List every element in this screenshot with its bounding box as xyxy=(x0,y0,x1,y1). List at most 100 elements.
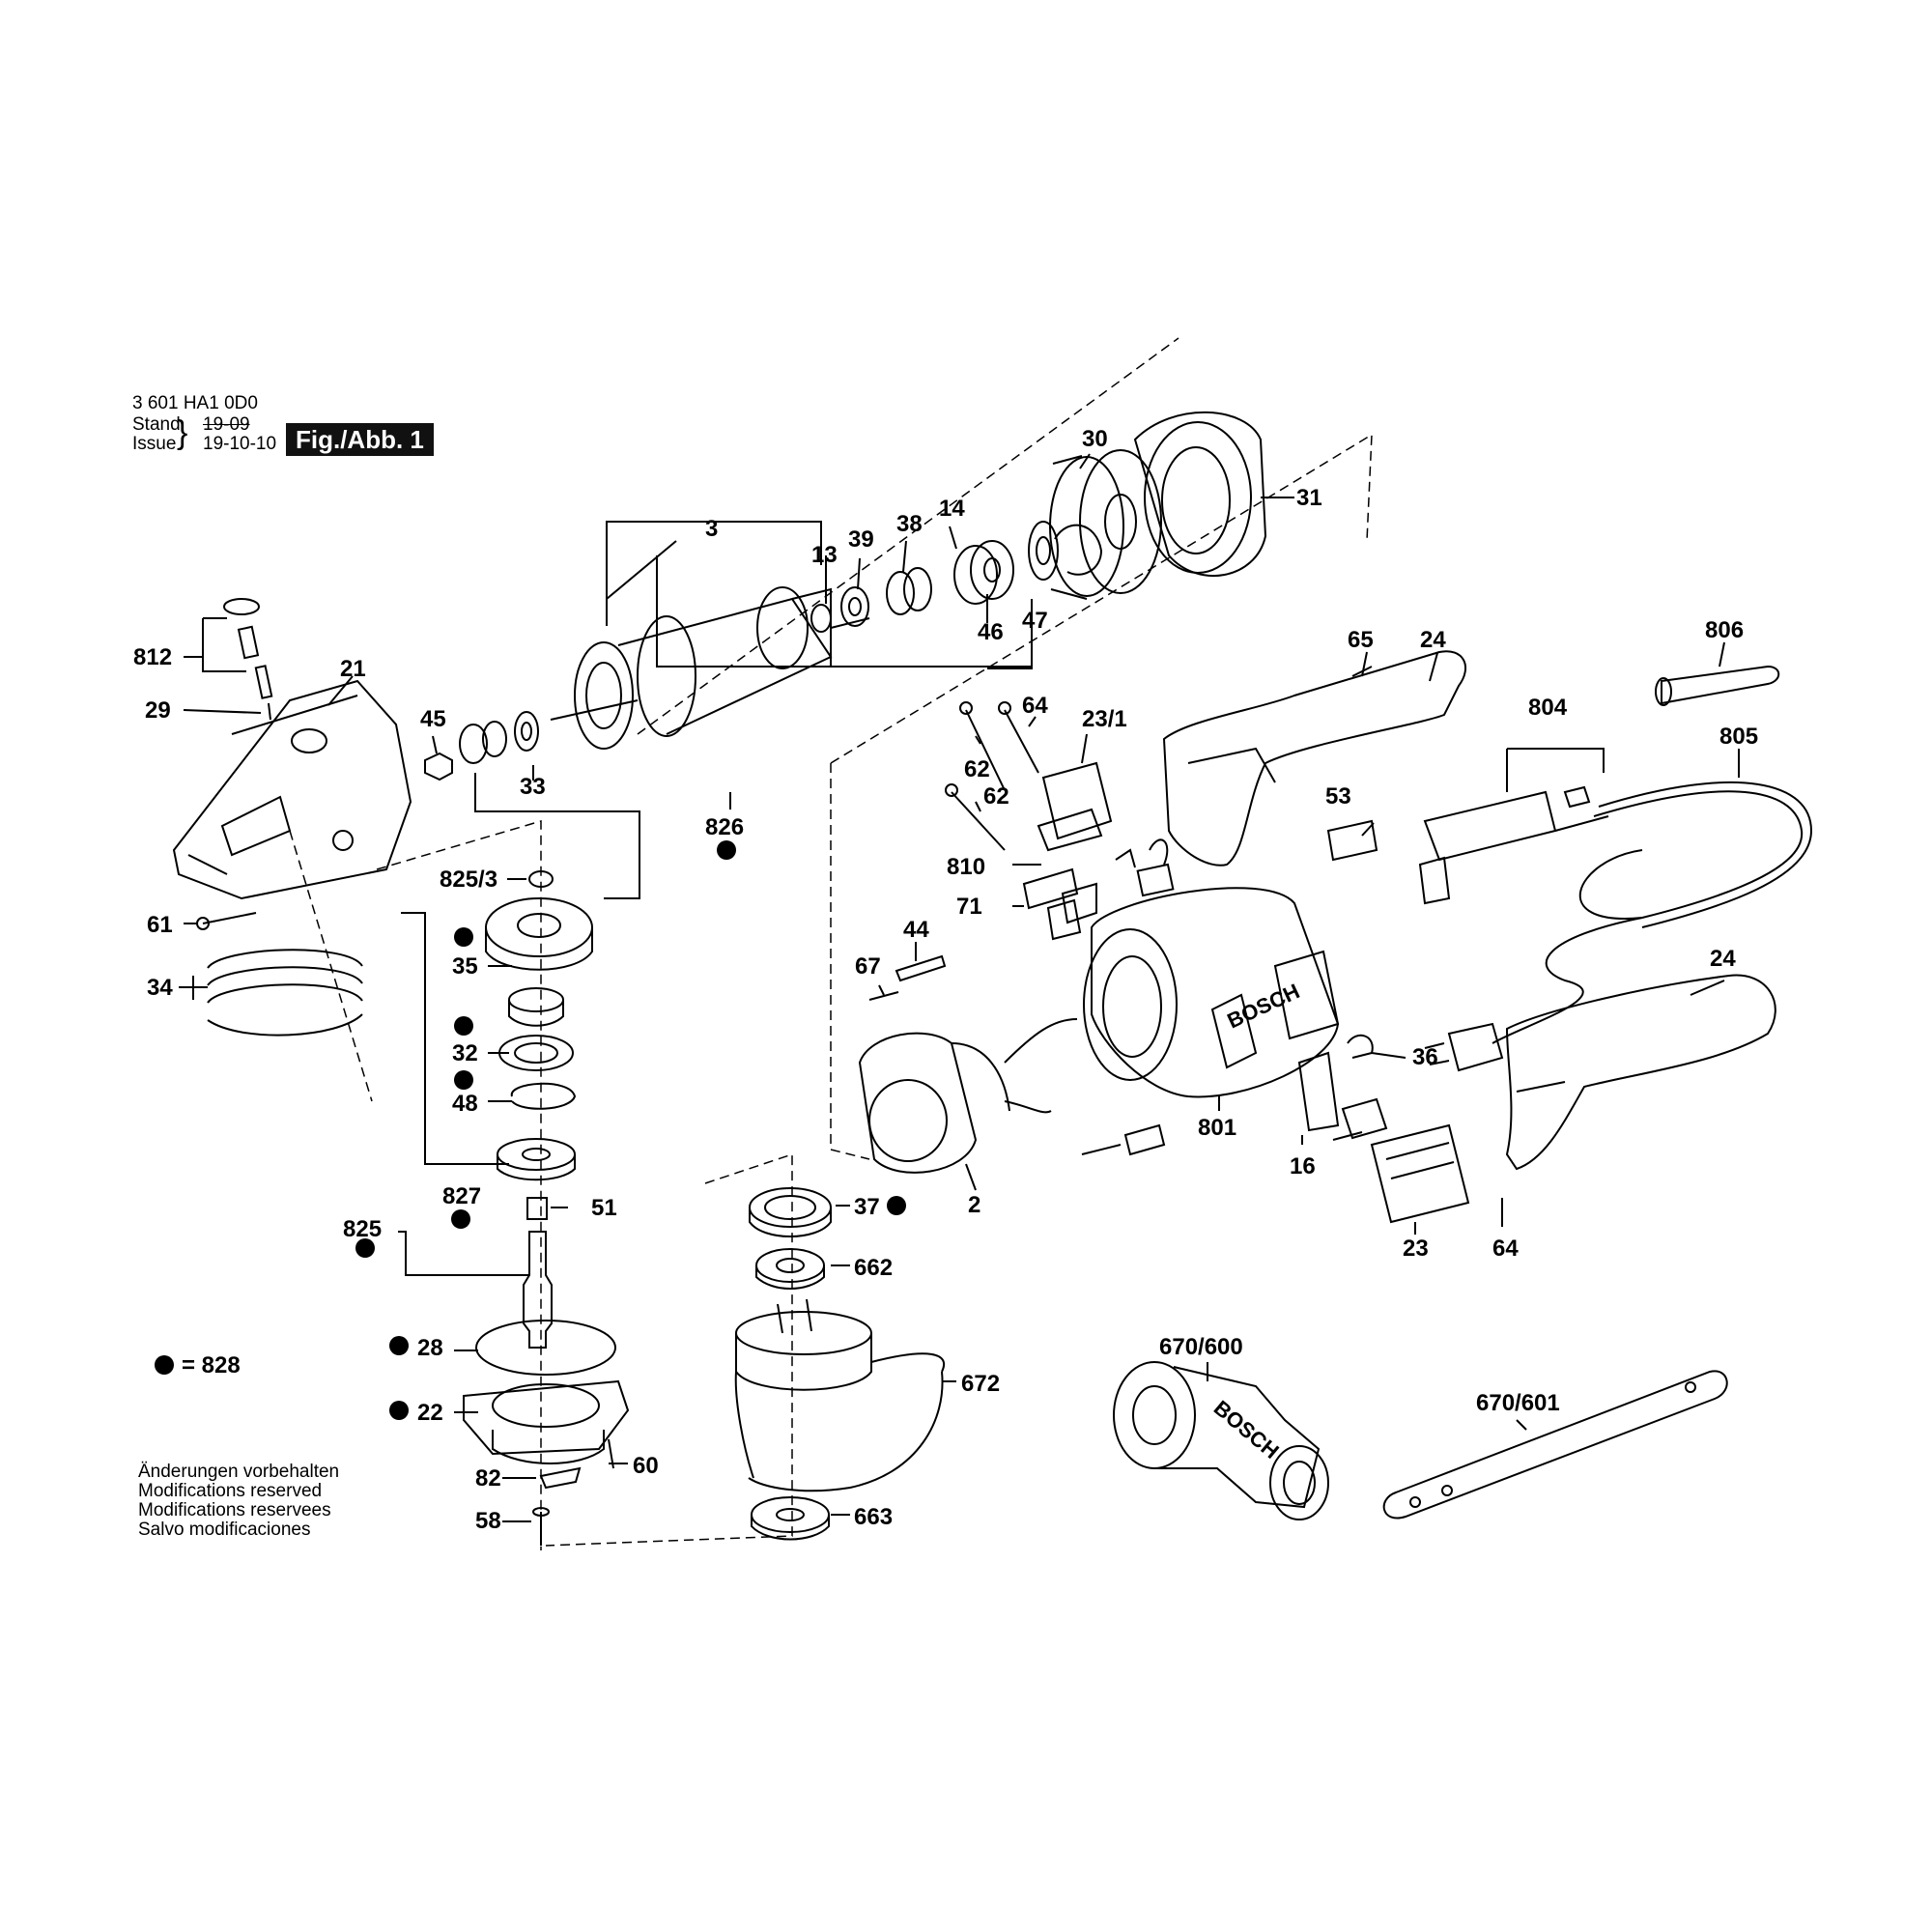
handle-half-lower xyxy=(1505,974,1776,1171)
air-guide-ring xyxy=(1133,411,1267,577)
brand-mark-housing: BOSCH xyxy=(1224,979,1304,1033)
label-33: 33 xyxy=(520,774,546,800)
label-61: 61 xyxy=(147,912,173,938)
label-23-1: 23/1 xyxy=(1082,706,1127,732)
label-62-a: 62 xyxy=(964,756,990,782)
label-38: 38 xyxy=(896,511,923,537)
issue-label: Issue xyxy=(132,434,177,454)
label-825: 825 xyxy=(343,1216,382,1242)
spindle-parts xyxy=(485,870,593,1349)
set-828-dots xyxy=(355,840,906,1420)
label-37: 37 xyxy=(854,1194,880,1220)
label-51: 51 xyxy=(591,1195,617,1221)
label-21: 21 xyxy=(340,656,366,682)
label-812: 812 xyxy=(133,644,172,670)
label-826: 826 xyxy=(705,814,744,840)
dot-37 xyxy=(887,1196,906,1215)
dot-825 xyxy=(355,1238,375,1258)
label-804: 804 xyxy=(1528,695,1568,721)
dot-48 xyxy=(454,1070,473,1090)
label-64-lower: 64 xyxy=(1492,1236,1519,1262)
label-24-lower: 24 xyxy=(1710,946,1736,972)
note-de: Änderungen vorbehalten xyxy=(138,1462,340,1482)
dot-28 xyxy=(389,1336,409,1355)
guard-clamp-rings xyxy=(207,949,363,1037)
label-29: 29 xyxy=(145,697,171,724)
dot-22 xyxy=(389,1401,409,1420)
figure-badge: Fig./Abb. 1 xyxy=(286,423,434,456)
label-806: 806 xyxy=(1705,617,1744,643)
auxiliary-handle xyxy=(1113,1361,1329,1520)
axis-housing-top xyxy=(830,433,1373,764)
label-67: 67 xyxy=(855,953,881,980)
on-off-switch xyxy=(1418,785,1609,905)
brush-parts xyxy=(945,701,1175,941)
label-30: 30 xyxy=(1082,426,1108,452)
label-670-601: 670/601 xyxy=(1476,1390,1560,1416)
label-825-3: 825/3 xyxy=(440,867,497,893)
legend-dot-icon xyxy=(155,1355,174,1375)
axis-guard-ring xyxy=(289,830,373,1102)
bearing-stack xyxy=(810,521,1103,633)
armature xyxy=(550,586,870,750)
label-36: 36 xyxy=(1412,1044,1438,1070)
axis-spindle xyxy=(376,819,542,1550)
label-60: 60 xyxy=(633,1453,659,1479)
dot-826 xyxy=(717,840,736,860)
issue-date: 19-10-10 xyxy=(203,434,277,454)
label-31: 31 xyxy=(1296,485,1322,511)
label-64-upper: 64 xyxy=(1022,693,1048,719)
label-47: 47 xyxy=(1022,608,1048,634)
label-34: 34 xyxy=(147,975,173,1001)
lock-nut xyxy=(751,1496,830,1541)
bearing-33-group xyxy=(459,711,539,764)
label-663: 663 xyxy=(854,1504,893,1530)
note-es: Salvo modificaciones xyxy=(138,1520,311,1540)
label-801: 801 xyxy=(1198,1115,1236,1141)
bearing-flange xyxy=(463,1320,630,1546)
label-2: 2 xyxy=(968,1192,980,1218)
field-stator xyxy=(858,1018,1078,1174)
label-23: 23 xyxy=(1403,1236,1429,1262)
label-672: 672 xyxy=(961,1371,1000,1397)
label-71: 71 xyxy=(956,894,982,920)
label-805: 805 xyxy=(1719,724,1758,750)
label-45: 45 xyxy=(420,706,446,732)
label-3: 3 xyxy=(705,516,718,542)
label-35: 35 xyxy=(452,953,478,980)
label-827: 827 xyxy=(442,1183,481,1209)
label-810: 810 xyxy=(947,854,985,880)
label-13: 13 xyxy=(811,542,838,568)
handle-half-upper xyxy=(1162,650,1467,867)
note-en: Modifications reserved xyxy=(138,1481,323,1501)
part-labels: 3 13 39 38 14 30 31 46 47 812 21 29 45 3… xyxy=(133,426,1758,1534)
label-46: 46 xyxy=(978,619,1004,645)
label-48: 48 xyxy=(452,1091,478,1117)
brace-glyph: } xyxy=(177,414,188,451)
label-44: 44 xyxy=(903,917,929,943)
part-number: 3 601 HA1 0D0 xyxy=(132,393,258,413)
label-670-600: 670/600 xyxy=(1159,1334,1243,1360)
mounting-flange xyxy=(749,1187,832,1290)
label-662: 662 xyxy=(854,1255,893,1281)
label-53: 53 xyxy=(1325,783,1351,810)
label-82: 82 xyxy=(475,1465,501,1492)
clamp-button-assembly xyxy=(223,598,273,721)
dot-827 xyxy=(451,1209,470,1229)
label-28: 28 xyxy=(417,1335,443,1361)
label-39: 39 xyxy=(848,526,874,553)
switch-parts xyxy=(868,819,1388,1156)
dot-35 xyxy=(454,927,473,947)
label-24-upper: 24 xyxy=(1420,627,1446,653)
nut-45 xyxy=(424,752,453,781)
leader-lines xyxy=(179,453,1740,1522)
wheel-guard xyxy=(734,1298,945,1492)
label-58: 58 xyxy=(475,1508,501,1534)
stand-label: Stand xyxy=(132,414,181,435)
legend: = 828 xyxy=(155,1352,241,1379)
gear-housing xyxy=(172,679,412,900)
label-65: 65 xyxy=(1348,627,1374,653)
modification-notes: Änderungen vorbehalten Modifications res… xyxy=(138,1463,339,1540)
